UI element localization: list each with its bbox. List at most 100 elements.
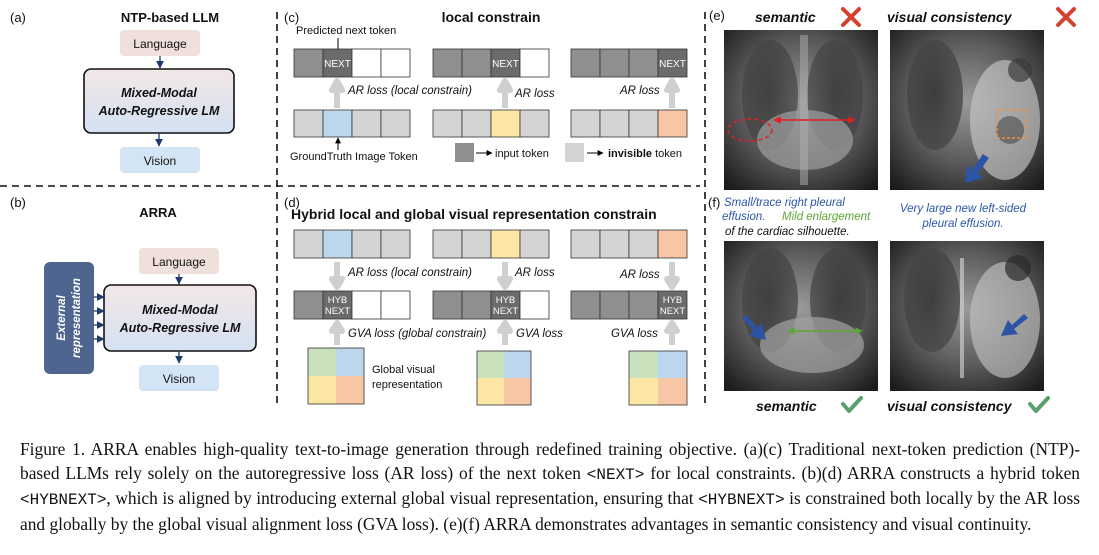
d-mid-row-2: HYB NEXT: [432, 290, 550, 320]
external-representation-box: [44, 262, 94, 374]
language-box-b: [139, 248, 219, 274]
panel-a-label: (a): [10, 10, 26, 25]
global-rep-line1: Global visual: [372, 364, 435, 376]
gva-loss-global-label: GVA loss (global constrain): [348, 328, 486, 340]
panel-b-title: ARRA: [139, 205, 177, 220]
vision-label-b: Vision: [163, 372, 195, 386]
lm-line2: Auto-Regressive LM: [98, 104, 220, 118]
f-green-text: Mild enlargement: [782, 211, 871, 223]
d-top-row-2: [432, 229, 550, 259]
next-token-label-2: NEXT: [492, 59, 519, 70]
caption-token-hybnext-2: <HYBNEXT>: [698, 491, 785, 509]
vision-label: Vision: [144, 154, 176, 168]
panel-e-semantic: semantic: [755, 9, 816, 25]
panel-e-label: (e): [709, 8, 725, 23]
next-token-label-3: NEXT: [659, 59, 686, 70]
f-blue-line1: Small/trace right pleural: [724, 197, 845, 209]
panel-a-title: NTP-based LLM: [121, 10, 219, 25]
c-bottom-row-3: [570, 109, 688, 138]
ar-loss-label-d-2: AR loss: [514, 267, 555, 279]
hyb-next-label-2: NEXT: [493, 306, 519, 317]
panel-d-label: (d): [284, 195, 300, 210]
lm-line1: Mixed-Modal: [121, 86, 197, 100]
panel-e-visual: visual consistency: [887, 9, 1013, 25]
legend-invisible-bold: invisible: [608, 148, 652, 160]
panel-d: (d) Hybrid local and global visual repre…: [284, 195, 688, 406]
panel-a: (a) NTP-based LLM Language Mixed-Modal A…: [10, 10, 235, 173]
check-mark-icon-2: [1028, 396, 1050, 413]
lm-box-b: [103, 284, 257, 352]
legend-input-label: input token: [495, 148, 549, 160]
gva-loss-label-3: GVA loss: [611, 328, 658, 340]
f-right-line2: pleural effusion.: [921, 218, 1003, 230]
vision-box-b: [139, 365, 219, 391]
c-top-row-2: NEXT: [432, 48, 550, 78]
figure-caption: Figure 1. ARRA enables high-quality text…: [20, 438, 1080, 536]
language-label-b: Language: [152, 255, 206, 269]
d-mid-row-1: HYB NEXT: [293, 290, 411, 320]
f-blue-line2: effusion.: [722, 211, 765, 223]
f-black-text: of the cardiac silhouette.: [725, 226, 850, 238]
panel-b: (b) ARRA Language Mixed-Modal Auto-Regre…: [10, 195, 257, 391]
lm-line2-b: Auto-Regressive LM: [119, 321, 241, 335]
panel-f-label: (f): [708, 195, 720, 210]
c-top-row-1: NEXT: [293, 48, 411, 78]
gva-loss-label-2: GVA loss: [516, 328, 563, 340]
hyb-label-3: HYB: [663, 295, 683, 306]
groundtruth-label: GroundTruth Image Token: [290, 151, 418, 163]
ar-loss-local-label-d: AR loss (local constrain): [347, 267, 472, 279]
d-top-row-3: [570, 229, 688, 259]
xray-image-f-left: [724, 241, 878, 391]
d-top-row-1: [293, 229, 411, 259]
caption-part-3: , which is aligned by introducing extern…: [106, 488, 699, 508]
cross-mark-icon: [841, 7, 861, 27]
caption-part-4: is constrained both locally by the AR lo…: [20, 488, 1080, 534]
language-box: [120, 30, 200, 56]
panel-c-label: (c): [284, 10, 299, 25]
legend-input-swatch: [455, 143, 474, 162]
check-mark-icon: [841, 396, 863, 413]
global-rep-3: [628, 350, 688, 406]
predicted-label: Predicted next token: [296, 25, 396, 37]
panel-c: (c) local constrain Predicted next token…: [284, 9, 688, 163]
caption-part-1: Figure 1. ARRA enables high-quality text…: [20, 439, 1080, 483]
figure-diagram: (a) NTP-based LLM Language Mixed-Modal A…: [0, 7, 1076, 414]
d-mid-row-3: HYB NEXT: [570, 290, 688, 320]
xray-image-f-right: [890, 241, 1044, 391]
panel-e: (e) semantic visual consistency: [709, 7, 1076, 190]
hyb-next-label-3: NEXT: [660, 306, 686, 317]
vision-box: [120, 147, 200, 173]
panel-d-title: Hybrid local and global visual represent…: [291, 206, 657, 222]
external-line2: representation: [71, 278, 83, 358]
external-line1: External: [56, 295, 68, 341]
cross-mark-icon-2: [1056, 7, 1076, 27]
caption-part-2: for local constraints. (b)(d) ARRA const…: [644, 462, 1080, 483]
lm-box: [83, 68, 235, 134]
panel-b-label: (b): [10, 195, 26, 210]
legend-invisible-rest: token: [652, 148, 682, 160]
f-right-line1: Very large new left-sided: [900, 203, 1027, 215]
global-rep-1: [307, 347, 365, 405]
ar-loss-label-c-2: AR loss: [514, 88, 555, 100]
hyb-label-1: HYB: [328, 295, 348, 306]
global-rep-2: [476, 350, 532, 406]
ar-loss-local-label-c: AR loss (local constrain): [347, 85, 472, 97]
c-bottom-row-2: [432, 109, 550, 138]
legend-invisible-label: invisible token: [608, 148, 682, 160]
hyb-label-2: HYB: [496, 295, 516, 306]
c-top-row-3: NEXT: [570, 48, 688, 78]
ar-loss-label-c-3: AR loss: [619, 85, 660, 97]
xray-image-e-left: [724, 30, 878, 190]
global-rep-line2: representation: [372, 379, 442, 391]
next-token-label-1: NEXT: [324, 59, 351, 70]
panel-f: (f) Small/trace right pleural effusion. …: [708, 195, 1050, 414]
c-bottom-row-1: [293, 109, 411, 138]
ar-loss-label-d-3: AR loss: [619, 269, 660, 281]
hyb-next-label-1: NEXT: [325, 306, 351, 317]
legend-invisible-swatch: [565, 143, 584, 162]
caption-token-hybnext-1: <HYBNEXT>: [20, 491, 107, 509]
language-label: Language: [133, 37, 187, 51]
panel-c-title: local constrain: [442, 9, 541, 25]
panel-f-semantic: semantic: [756, 398, 817, 414]
caption-token-next: <NEXT>: [586, 465, 645, 484]
